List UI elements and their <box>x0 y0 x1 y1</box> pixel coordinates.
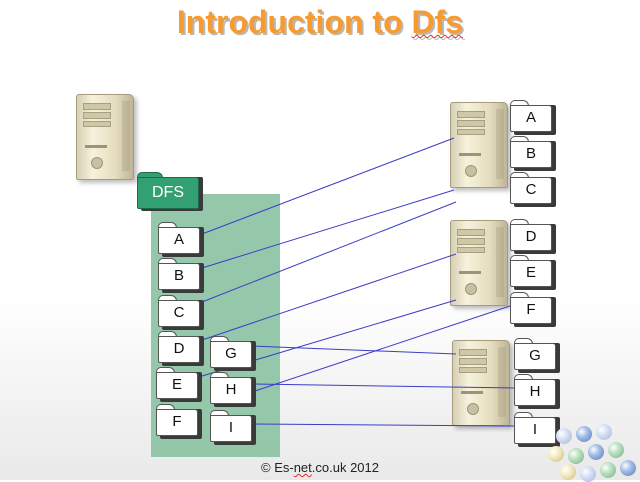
link-line-d <box>201 253 457 341</box>
dfs-link-folder-d: D <box>158 331 204 366</box>
footer-suffix: .co.uk 2012 <box>311 460 379 475</box>
folder-label: B <box>525 145 536 162</box>
bubble-icon <box>548 446 564 462</box>
dfs-link-folder-e: E <box>156 367 202 402</box>
folder-label: H <box>529 383 541 400</box>
bubble-icon <box>600 462 616 478</box>
folder-label: F <box>526 301 536 318</box>
link-line-b <box>201 189 455 269</box>
folder-label: E <box>171 376 182 393</box>
folder-label: I <box>532 421 538 438</box>
dfs-local-folder-g: G <box>210 336 256 371</box>
bubble-icon <box>568 448 584 464</box>
decorative-bubbles <box>548 420 640 482</box>
dfs-local-folder-h: H <box>210 372 256 407</box>
folder-label: B <box>173 267 184 284</box>
server-3-icon <box>452 340 510 426</box>
folder-label: F <box>172 413 182 430</box>
dfs-link-folder-c: C <box>158 295 204 330</box>
dfs-root-folder-icon: DFS <box>137 172 203 211</box>
server-3-share-h: H <box>514 374 560 409</box>
title-dfs: Dfs <box>411 4 464 40</box>
folder-label: C <box>525 181 537 198</box>
link-line-g <box>251 345 457 355</box>
link-line-a <box>201 137 455 235</box>
dfs-link-folder-a: A <box>158 222 204 257</box>
dfs-link-folder-f: F <box>156 404 202 439</box>
link-line-h <box>251 383 515 389</box>
folder-label: H <box>225 381 237 398</box>
folder-label: D <box>525 228 537 245</box>
server-2-icon <box>450 220 508 306</box>
dfs-root-label: DFS <box>152 184 184 201</box>
server-3-share-g: G <box>514 338 560 373</box>
folder-label: G <box>529 347 541 364</box>
link-line-c <box>201 201 457 303</box>
bubble-icon <box>560 464 576 480</box>
dfs-link-folder-b: B <box>158 258 204 293</box>
server-1-share-a: A <box>510 100 556 135</box>
server-2-share-e: E <box>510 255 556 290</box>
server-2-share-d: D <box>510 219 556 254</box>
folder-label: G <box>225 345 237 362</box>
server-1-icon <box>450 102 508 188</box>
title-prefix: Introduction to <box>176 4 412 40</box>
footer-prefix: © Es- <box>261 460 294 475</box>
bubble-icon <box>608 442 624 458</box>
folder-label: E <box>525 264 536 281</box>
folder-label: C <box>173 304 185 321</box>
folder-label: A <box>525 109 536 126</box>
bubble-icon <box>576 426 592 442</box>
folder-label: D <box>173 340 185 357</box>
bubble-icon <box>620 460 636 476</box>
folder-label: I <box>228 419 234 436</box>
footer-net: net <box>293 460 312 475</box>
client-computer-icon <box>76 94 134 180</box>
server-1-share-c: C <box>510 172 556 207</box>
folder-label: A <box>173 231 184 248</box>
bubble-icon <box>556 428 572 444</box>
bubble-icon <box>580 466 596 482</box>
bubble-icon <box>588 444 604 460</box>
copyright-footer: © Es-net.co.uk 2012 <box>0 460 640 475</box>
dfs-local-folder-i: I <box>210 410 256 445</box>
bubble-icon <box>596 424 612 440</box>
server-3-share-i: I <box>514 412 560 447</box>
server-1-share-b: B <box>510 136 556 171</box>
page-title: Introduction to Dfs <box>0 0 640 44</box>
link-line-f <box>251 305 511 393</box>
server-2-share-f: F <box>510 292 556 327</box>
link-line-i <box>251 423 515 427</box>
